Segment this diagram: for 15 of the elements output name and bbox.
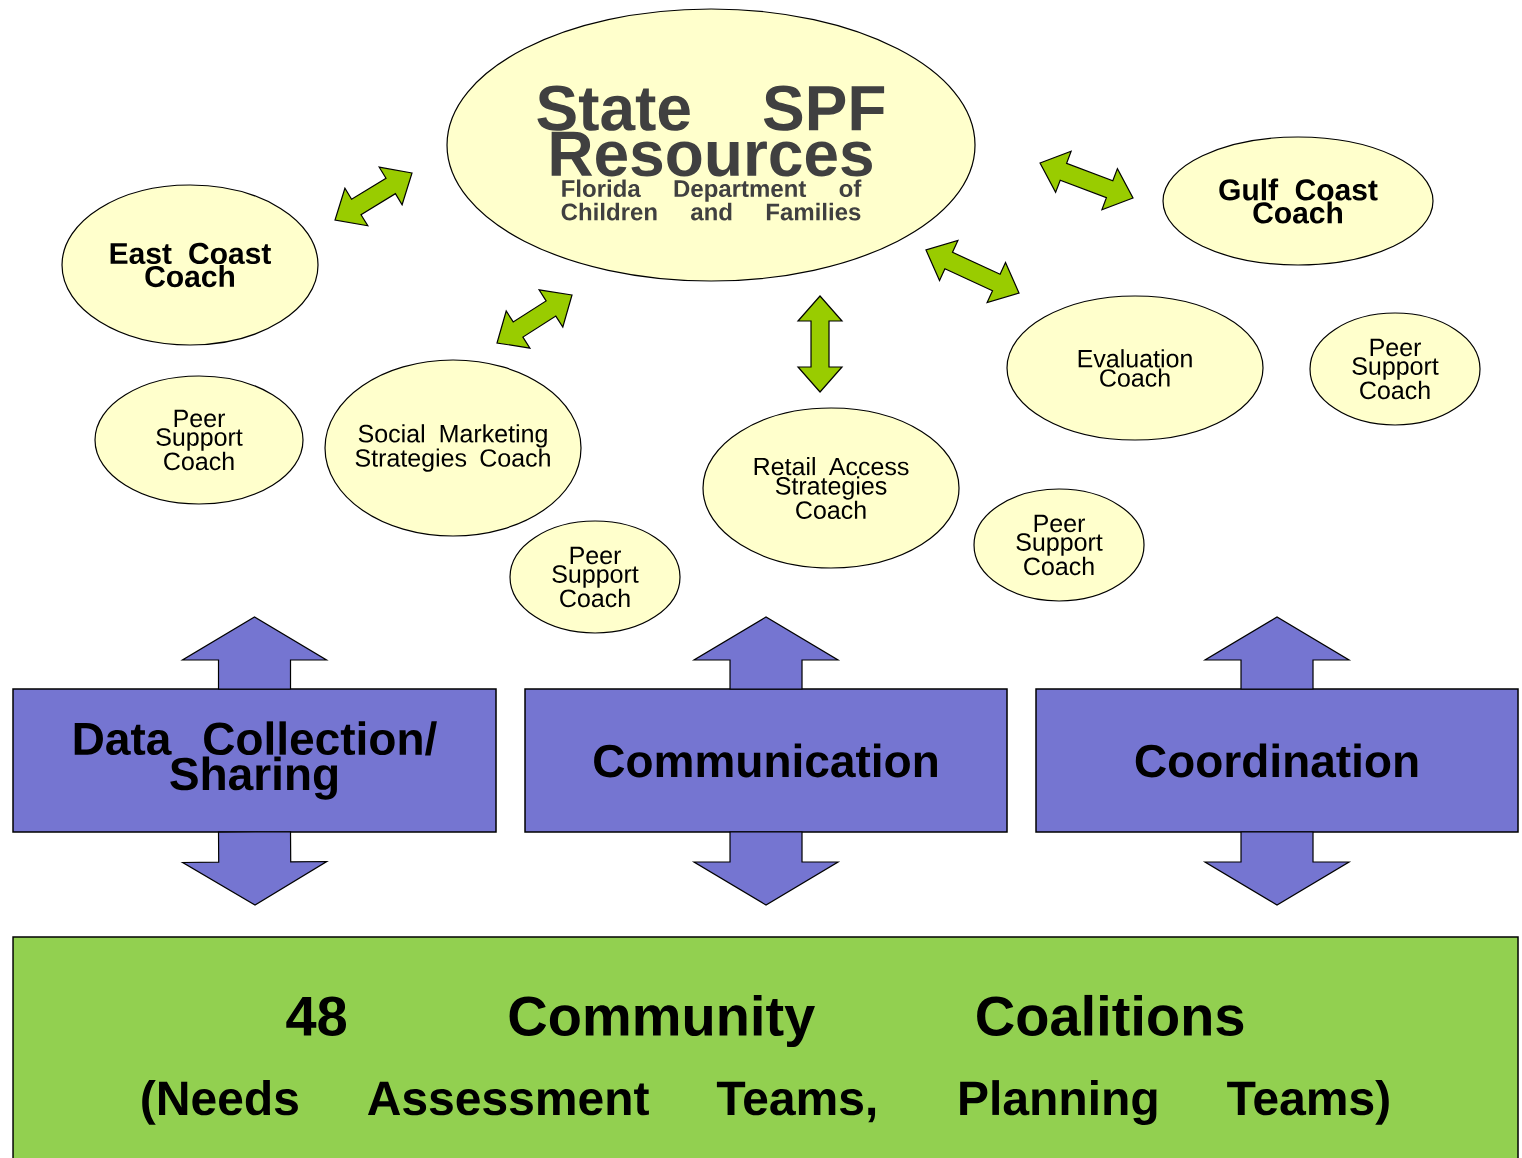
block-arrow — [334, 166, 413, 227]
block-arrow — [1202, 831, 1352, 906]
block-arrow — [180, 616, 329, 690]
block-arrow — [1039, 150, 1134, 211]
block-arrow — [180, 831, 329, 906]
function-box: Data Collection/ Sharing — [12, 688, 497, 833]
coalition-box: 48 Community Coalitions (Needs Assessment Teams, Planning Teams) — [12, 936, 1519, 1158]
block-arrow — [691, 831, 841, 906]
block-arrow — [925, 239, 1020, 304]
function-box: Coordination — [1035, 688, 1519, 833]
block-arrow — [796, 295, 844, 393]
function-box: Communication — [524, 688, 1008, 833]
block-arrow — [691, 616, 841, 690]
block-arrow — [496, 289, 573, 349]
block-arrow — [1202, 616, 1352, 690]
